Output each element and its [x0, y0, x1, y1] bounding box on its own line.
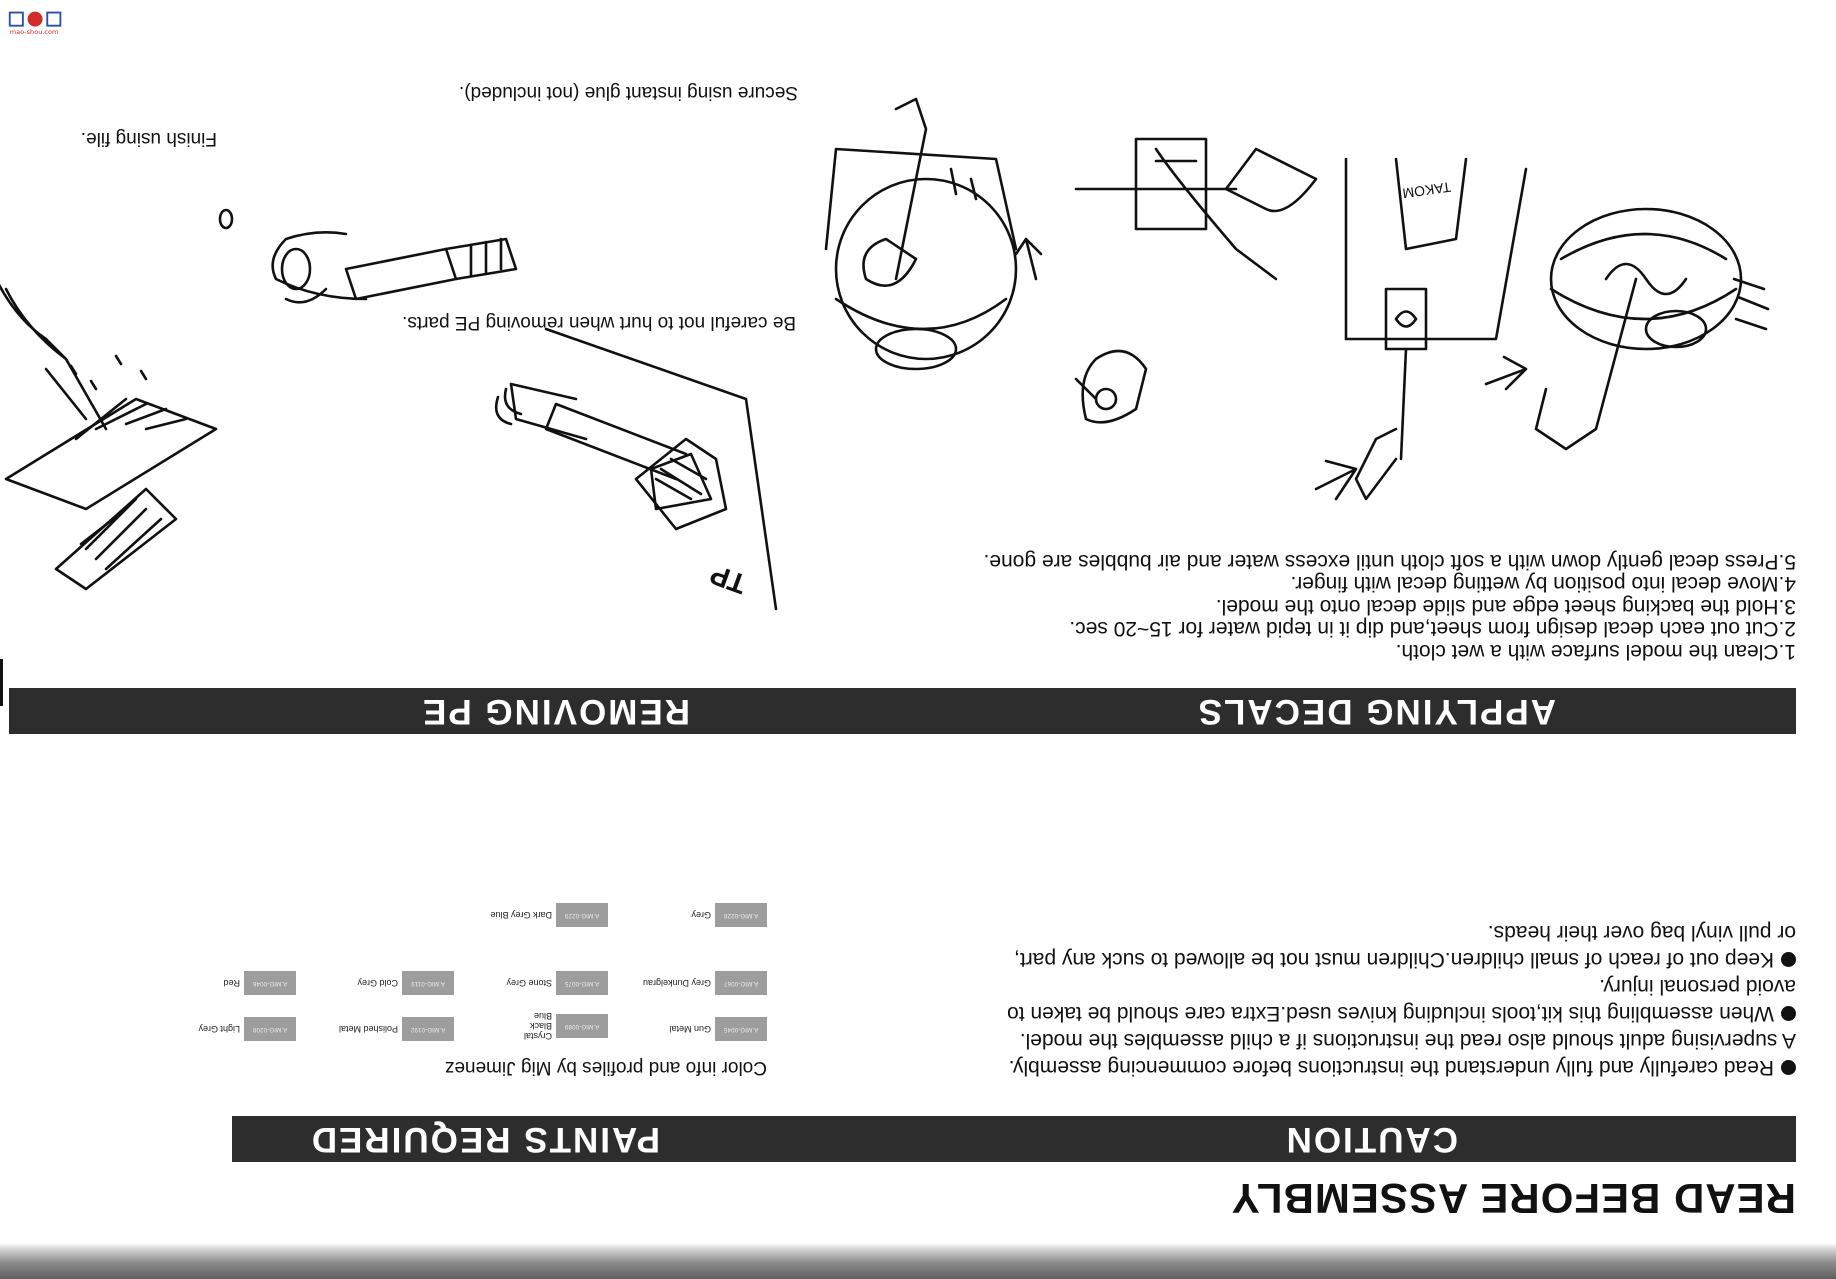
arrow-icon — [1484, 355, 1528, 391]
paints-required-heading: PAINTS REQUIRED — [309, 1120, 660, 1159]
arrow-icon — [1314, 459, 1358, 501]
removing-pe-heading: REMOVING PE — [421, 692, 690, 731]
caution-item: avoid personal injury. — [1599, 975, 1796, 998]
watermark-logo: mao-shou.com — [8, 11, 62, 36]
caution-heading: CAUTION — [1284, 1120, 1458, 1159]
decal-illustrations: TAKOM — [824, 97, 1770, 501]
dip-decal-illustration: TAKOM — [1344, 157, 1528, 501]
arrow-icon — [1014, 237, 1043, 281]
bullet-icon — [1781, 1006, 1796, 1021]
applying-decals-heading: APPLYING DECALS — [1196, 692, 1556, 731]
paint-credit-note: Color info and profiles by Mig Jimenez — [444, 1057, 767, 1078]
pe-removal-illustrations: TP — [0, 208, 778, 611]
caution-header-bar: CAUTION PAINTS REQUIRED — [232, 1116, 1796, 1162]
bullet-icon — [1781, 952, 1796, 967]
decal-step: 2.Cut out each decal design from sheet,a… — [1069, 617, 1796, 641]
caution-item: A supervising adult should also read the… — [1019, 1029, 1796, 1052]
caution-item: or pull vinyl bag over their heads. — [1487, 921, 1796, 944]
pe-glue-illustration — [218, 208, 518, 304]
slide-decal-illustration — [1074, 137, 1318, 424]
pe-fret-label: TP — [706, 559, 750, 600]
page-title: READ BEFORE ASSEMBLY — [1230, 1175, 1796, 1222]
decal-step: 3.Hold the backing sheet edge and slide … — [1215, 595, 1796, 618]
press-decal-illustration — [824, 97, 1018, 371]
pe-caption-glue: Secure using instant glue (not included)… — [458, 82, 798, 103]
caution-item: Keep out of reach of small children.Chil… — [936, 946, 1796, 973]
decal-step: 1.Clean the model surface with a wet clo… — [1395, 640, 1796, 663]
page-shadow — [0, 1243, 1836, 1279]
bullet-icon — [1781, 1060, 1796, 1075]
watermark-text: mao-shou.com — [10, 28, 59, 36]
pe-caption-file: Finish using file. — [80, 128, 217, 149]
caution-item: When assembling this kit,tools including… — [936, 1000, 1796, 1027]
pe-fret-cutter-illustration: TP — [494, 327, 778, 611]
page-edge-marker — [0, 659, 3, 706]
decal-sheet-label: TAKOM — [1401, 179, 1452, 202]
caution-item: Read carefully and fully understand the … — [936, 1054, 1796, 1081]
caution-list: Read carefully and fully understand the … — [936, 919, 1796, 1081]
pe-file-illustration — [0, 277, 218, 591]
decals-header-bar: APPLYING DECALS REMOVING PE — [9, 688, 1796, 734]
wet-cloth-illustration — [1534, 207, 1770, 451]
